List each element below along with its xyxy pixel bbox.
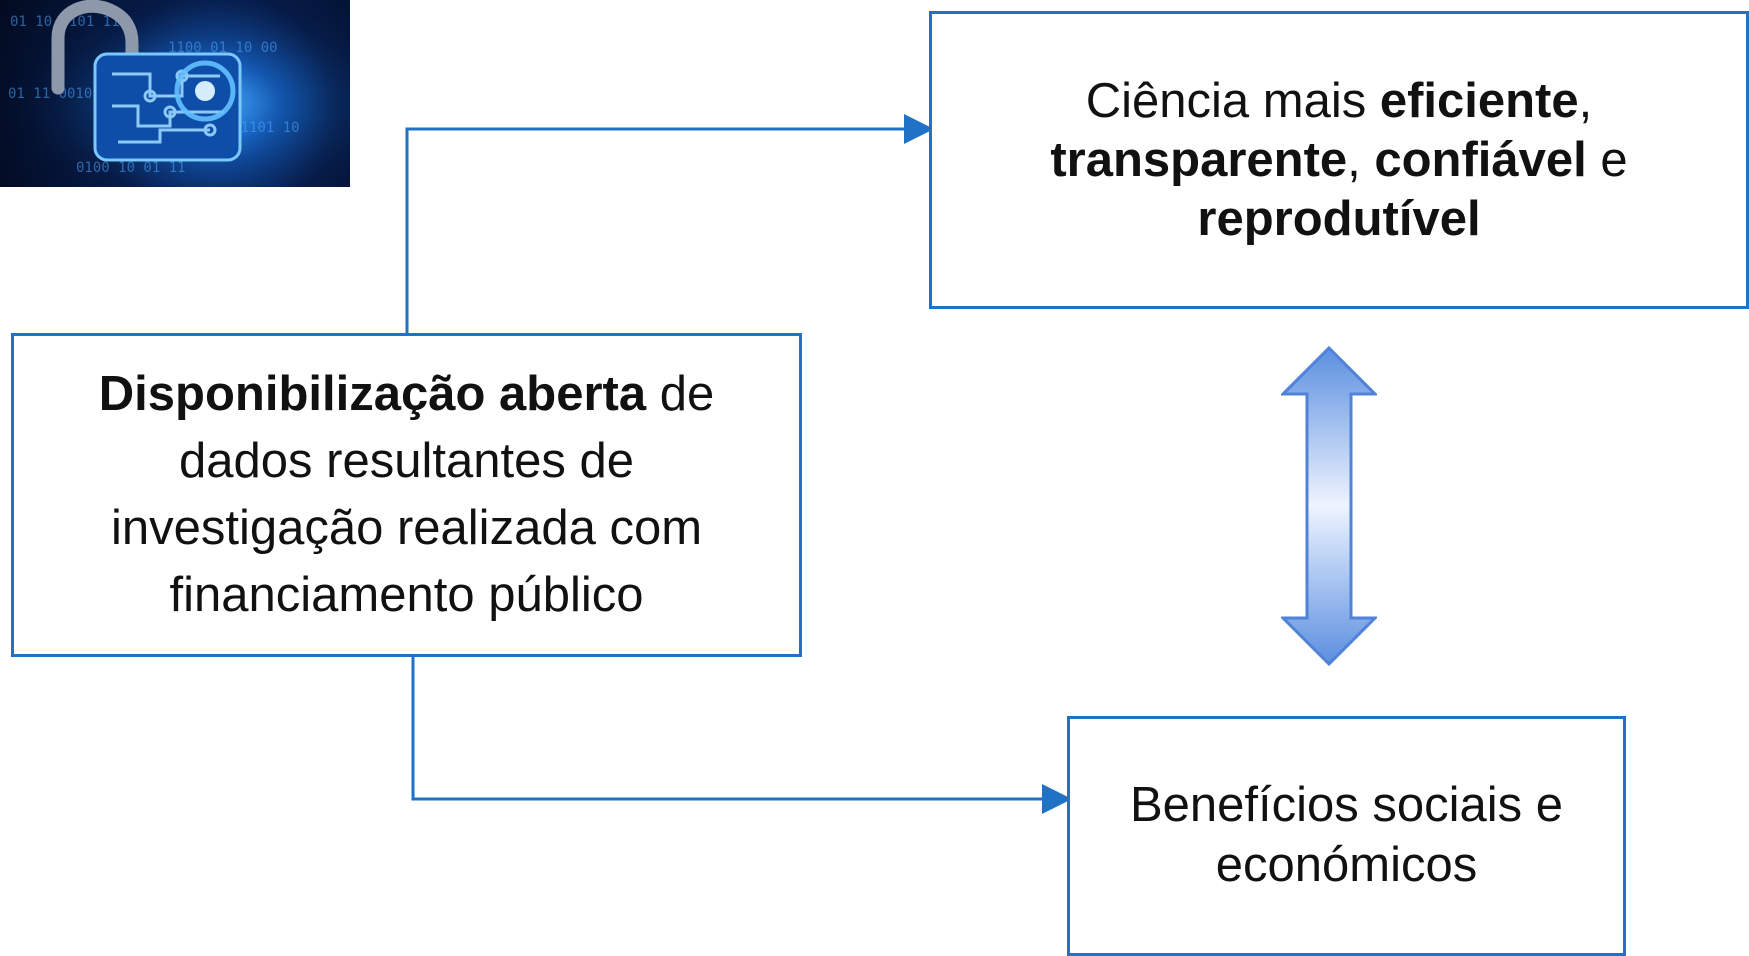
science-outcome-box: Ciência mais eficiente, transparente, co… [929,11,1749,309]
binary-row-5: 0100 10 01 11 [76,160,186,176]
science-outcome-text: Ciência mais eficiente, transparente, co… [988,72,1690,249]
benefits-box: Benefícios sociais e económicos [1067,716,1626,956]
source-box-text: Disponibilização aberta de dados resulta… [38,361,775,629]
science-outcome-part-1: Ciência mais [1085,73,1380,128]
source-box: Disponibilização aberta de dados resulta… [11,333,802,657]
science-outcome-bold-1: eficiente [1379,73,1579,128]
binary-row-3: 01 11 0010 01 [8,86,118,102]
science-outcome-bold-2: transparente [1050,132,1348,187]
science-outcome-part-4: e [1586,132,1628,187]
science-outcome-part-2: , [1578,73,1593,128]
science-outcome-bold-4: reprodutível [1197,191,1481,246]
benefits-text: Benefícios sociais e económicos [1129,778,1564,892]
connector-to-bottom-box [411,657,1072,814]
source-box-rest-text: de dados resultantes de investigação rea… [110,367,715,622]
source-box-bold-text: Disponibilização aberta [98,367,647,421]
science-outcome-part-3: , [1347,132,1375,187]
connector-to-top-box [405,114,934,333]
padlock-binary-image: 01 10 0101 11 1100 01 10 00 01 11 0010 0… [0,0,350,187]
binary-row-2: 1100 01 10 00 [168,40,278,56]
double-headed-arrow [1281,346,1377,666]
science-outcome-bold-3: confiável [1374,132,1587,187]
